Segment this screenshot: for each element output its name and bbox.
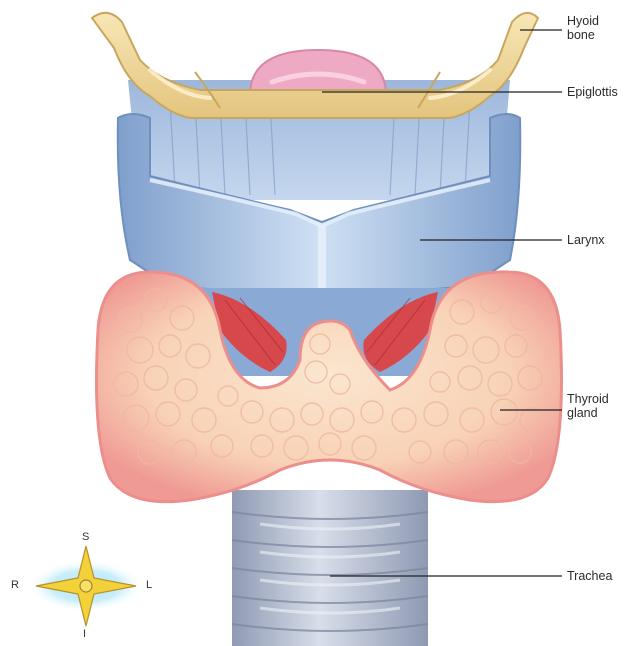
compass-left-label: L — [146, 579, 152, 591]
trachea — [232, 490, 428, 646]
thyroid-gland-label: Thyroid gland — [567, 392, 609, 420]
orientation-compass — [28, 546, 144, 626]
larynx-label: Larynx — [567, 233, 605, 247]
epiglottis-label: Epiglottis — [567, 85, 618, 99]
hyoid-bone-label: Hyoid bone — [567, 14, 599, 42]
trachea-label: Trachea — [567, 569, 612, 583]
compass-inferior-label: I — [83, 628, 86, 640]
compass-right-label: R — [11, 579, 19, 591]
compass-superior-label: S — [82, 531, 89, 543]
